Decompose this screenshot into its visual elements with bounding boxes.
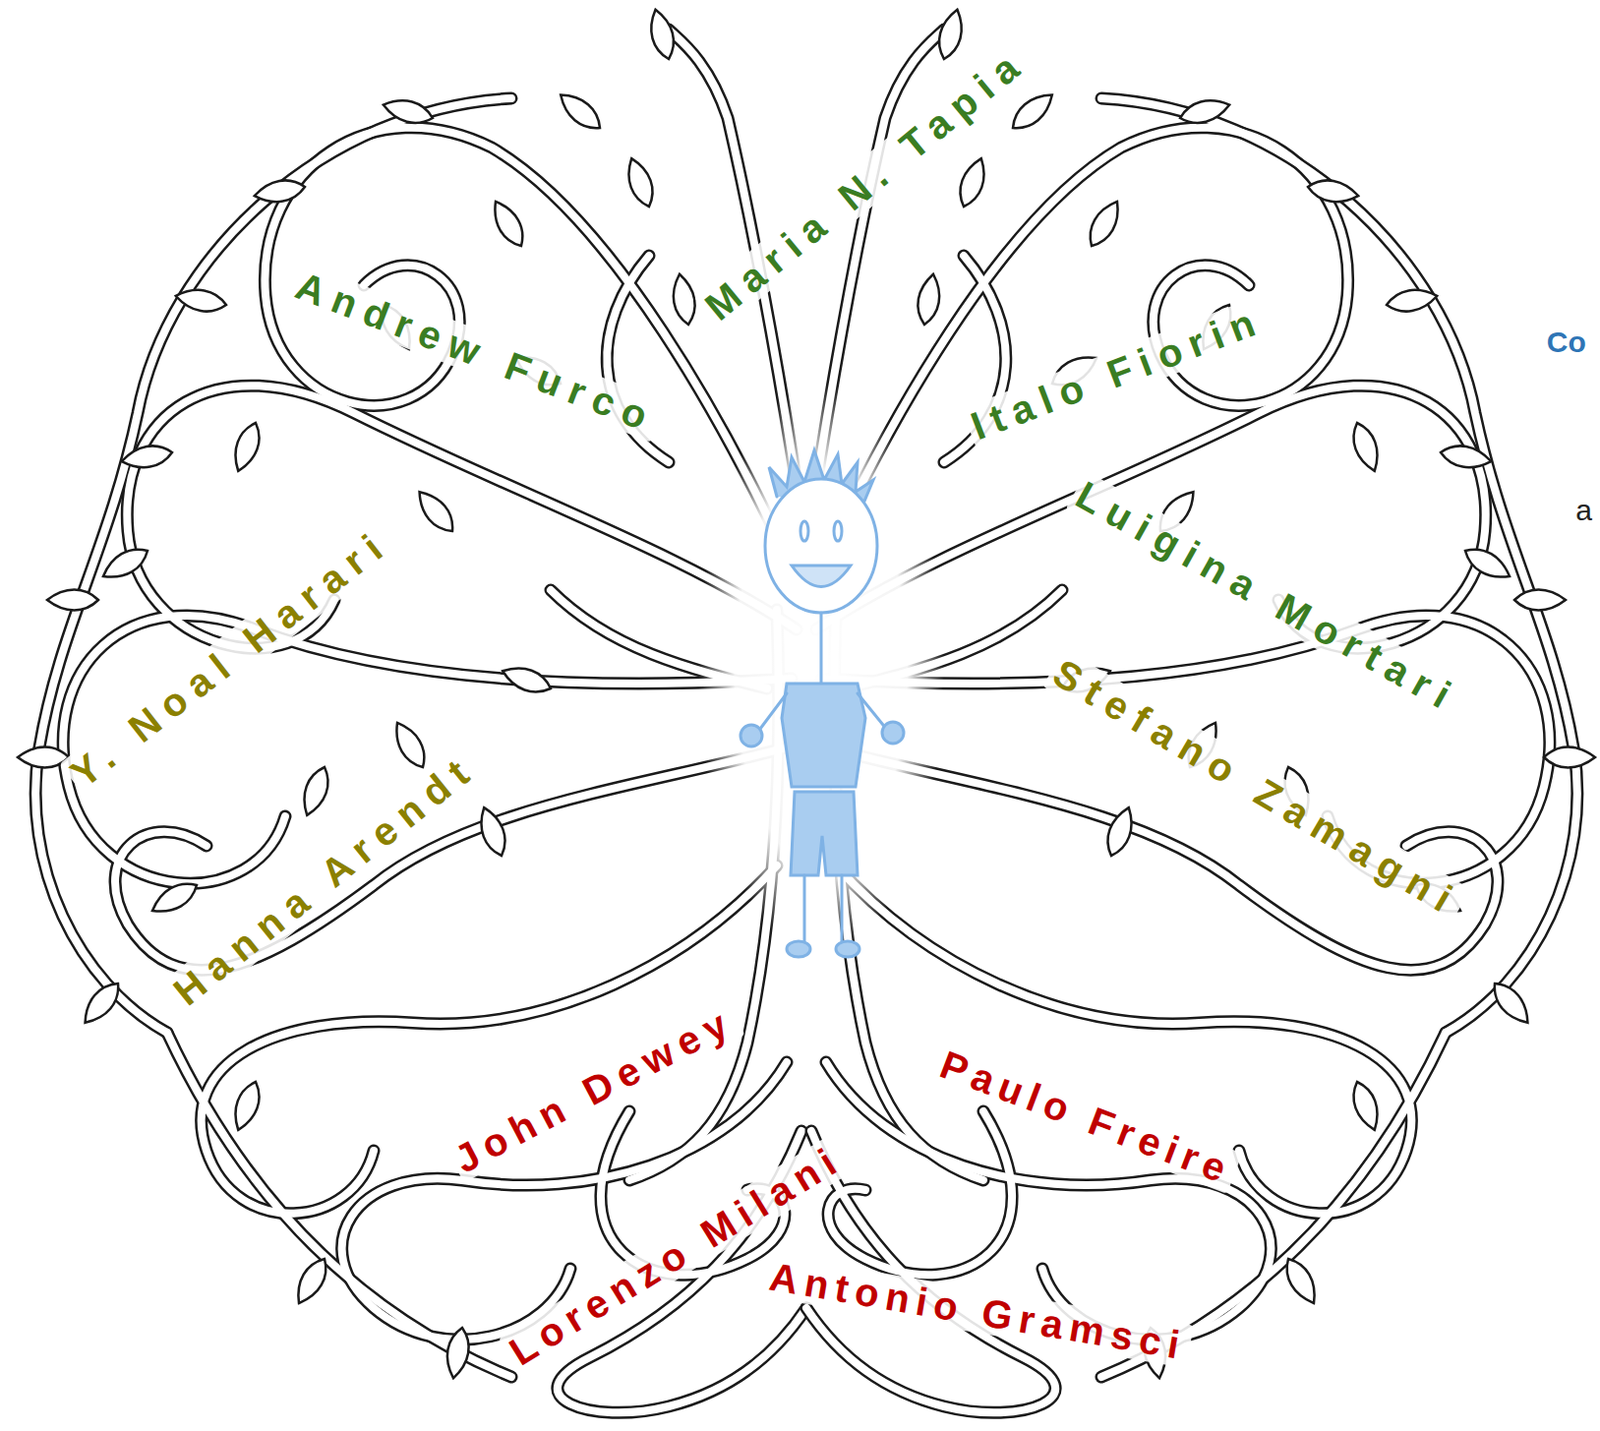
- name-label: Lorenzo Milani: [498, 1134, 854, 1376]
- tree-knot: [17, 6, 1596, 1413]
- name-label: Antonio Gramsci: [762, 1253, 1193, 1368]
- cut-heading: Co: [1542, 325, 1591, 358]
- stick-figure: [740, 450, 904, 957]
- figure-glow: [698, 383, 945, 954]
- cut-text: a: [1571, 493, 1597, 527]
